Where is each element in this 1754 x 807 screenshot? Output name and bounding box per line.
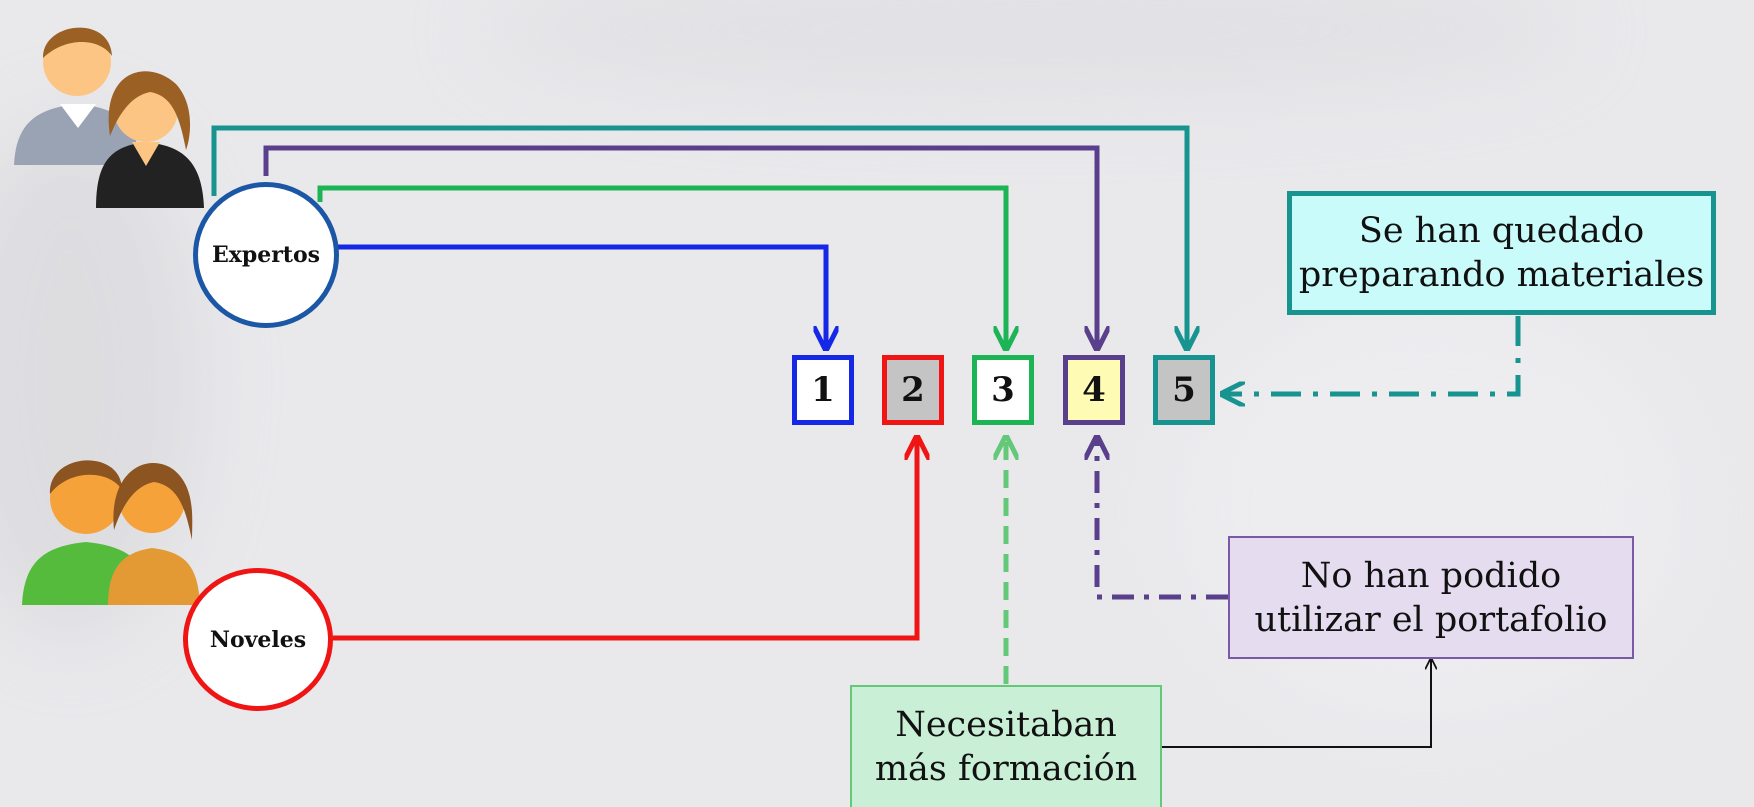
expertos-node: Expertos (193, 182, 339, 328)
arrow-materiales-to-5 (1225, 316, 1521, 394)
note-materiales: Se han quedado preparando materiales (1287, 191, 1716, 315)
step-label: 1 (811, 370, 835, 410)
step-label: 4 (1082, 370, 1106, 410)
step-box-5: 5 (1153, 355, 1215, 425)
arrow-expertos-to-1 (330, 244, 826, 346)
note-formacion: Necesitaban más formación (850, 685, 1162, 807)
arrow-expertos-to-4 (263, 145, 1097, 346)
arrow-noveles-to-2 (333, 440, 917, 641)
note-line: más formación (874, 749, 1138, 789)
step-label: 3 (991, 370, 1015, 410)
arrow-formacion-to-portafolio (1162, 660, 1431, 748)
arrow-expertos-to-5 (211, 125, 1187, 346)
step-label: 2 (901, 370, 925, 410)
noveles-label: Noveles (209, 626, 307, 653)
novice-users-icon (22, 460, 200, 605)
note-line: No han podido (1300, 555, 1562, 596)
expertos-label: Expertos (211, 242, 321, 268)
note-line: preparando materiales (1298, 255, 1705, 295)
step-box-1: 1 (792, 355, 854, 425)
step-label: 5 (1172, 370, 1196, 410)
note-line: Se han quedado (1358, 211, 1645, 251)
note-line: Necesitaban (895, 705, 1117, 745)
step-box-3: 3 (972, 355, 1034, 425)
note-line: utilizar el portafolio (1254, 599, 1608, 640)
step-box-4: 4 (1063, 355, 1125, 425)
step-box-2: 2 (882, 355, 944, 425)
arrow-portafolio-to-4 (1097, 440, 1228, 600)
expert-users-icon (14, 27, 204, 208)
note-portafolio: No han podido utilizar el portafolio (1228, 536, 1634, 659)
noveles-node: Noveles (183, 568, 333, 711)
arrow-expertos-to-3 (317, 185, 1006, 346)
